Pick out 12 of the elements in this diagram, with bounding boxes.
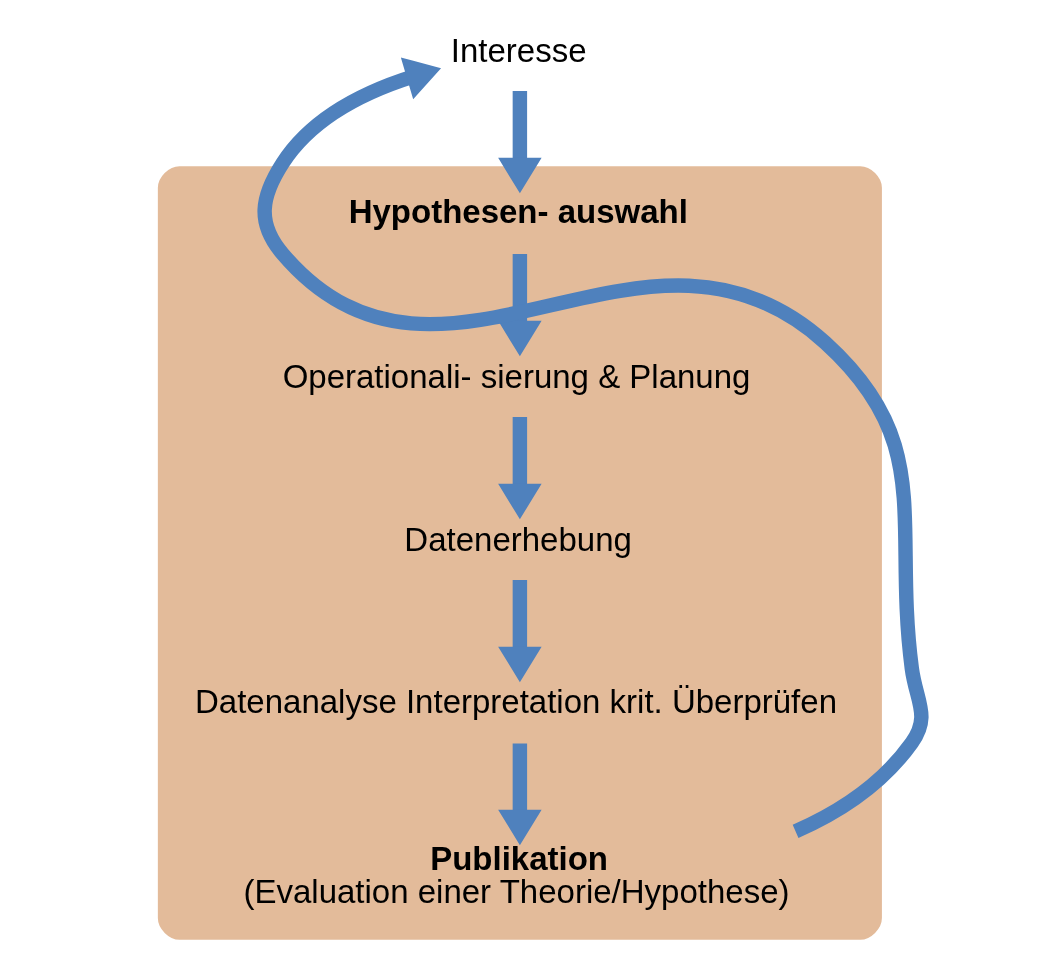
node-text: Datenanalyse Interpretation krit. Überprüfen	[194, 683, 837, 721]
arrow	[257, 57, 928, 838]
arrow	[497, 91, 542, 194]
node-text: Publikation (Evaluation einer Theorie/Hypothese)	[242, 840, 789, 911]
arrow	[497, 580, 542, 683]
arrow	[497, 743, 542, 846]
node-text: Hypothesen- auswahl	[348, 192, 688, 230]
node-text: Interesse	[450, 31, 587, 69]
node-text: Datenerhebung	[403, 520, 632, 558]
node-text: Operationali- sierung & Planung	[282, 357, 750, 395]
arrow	[497, 417, 542, 520]
arrow	[497, 254, 542, 357]
